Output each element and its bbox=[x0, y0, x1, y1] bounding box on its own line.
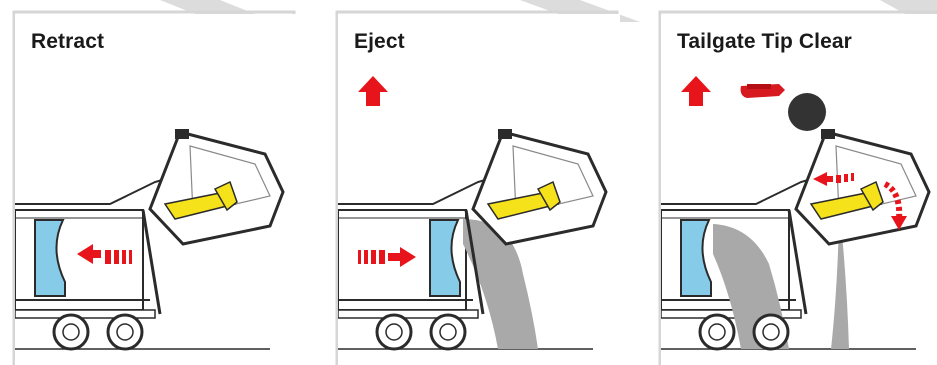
up-arrow-icon bbox=[681, 76, 711, 106]
wheel-front bbox=[377, 315, 411, 349]
wheel-rear bbox=[431, 315, 465, 349]
wheel-rear bbox=[754, 315, 788, 349]
wheel-rear bbox=[108, 315, 142, 349]
panel-retract: Retract bbox=[15, 14, 297, 365]
truck-illustration bbox=[661, 14, 937, 365]
up-arrow-icon bbox=[358, 76, 388, 106]
panel-eject: Eject bbox=[338, 14, 620, 365]
tailgate-bucket bbox=[473, 129, 606, 244]
tailgate-bucket bbox=[150, 129, 283, 244]
wheel-front bbox=[54, 315, 88, 349]
truck-illustration bbox=[15, 14, 297, 365]
wheel-front bbox=[700, 315, 734, 349]
hand-press-button-icon bbox=[741, 84, 826, 131]
panel-tailgate-tip-clear: Tailgate Tip Clear bbox=[661, 14, 937, 365]
truck-illustration bbox=[338, 14, 620, 365]
tailgate-bucket bbox=[796, 129, 929, 244]
